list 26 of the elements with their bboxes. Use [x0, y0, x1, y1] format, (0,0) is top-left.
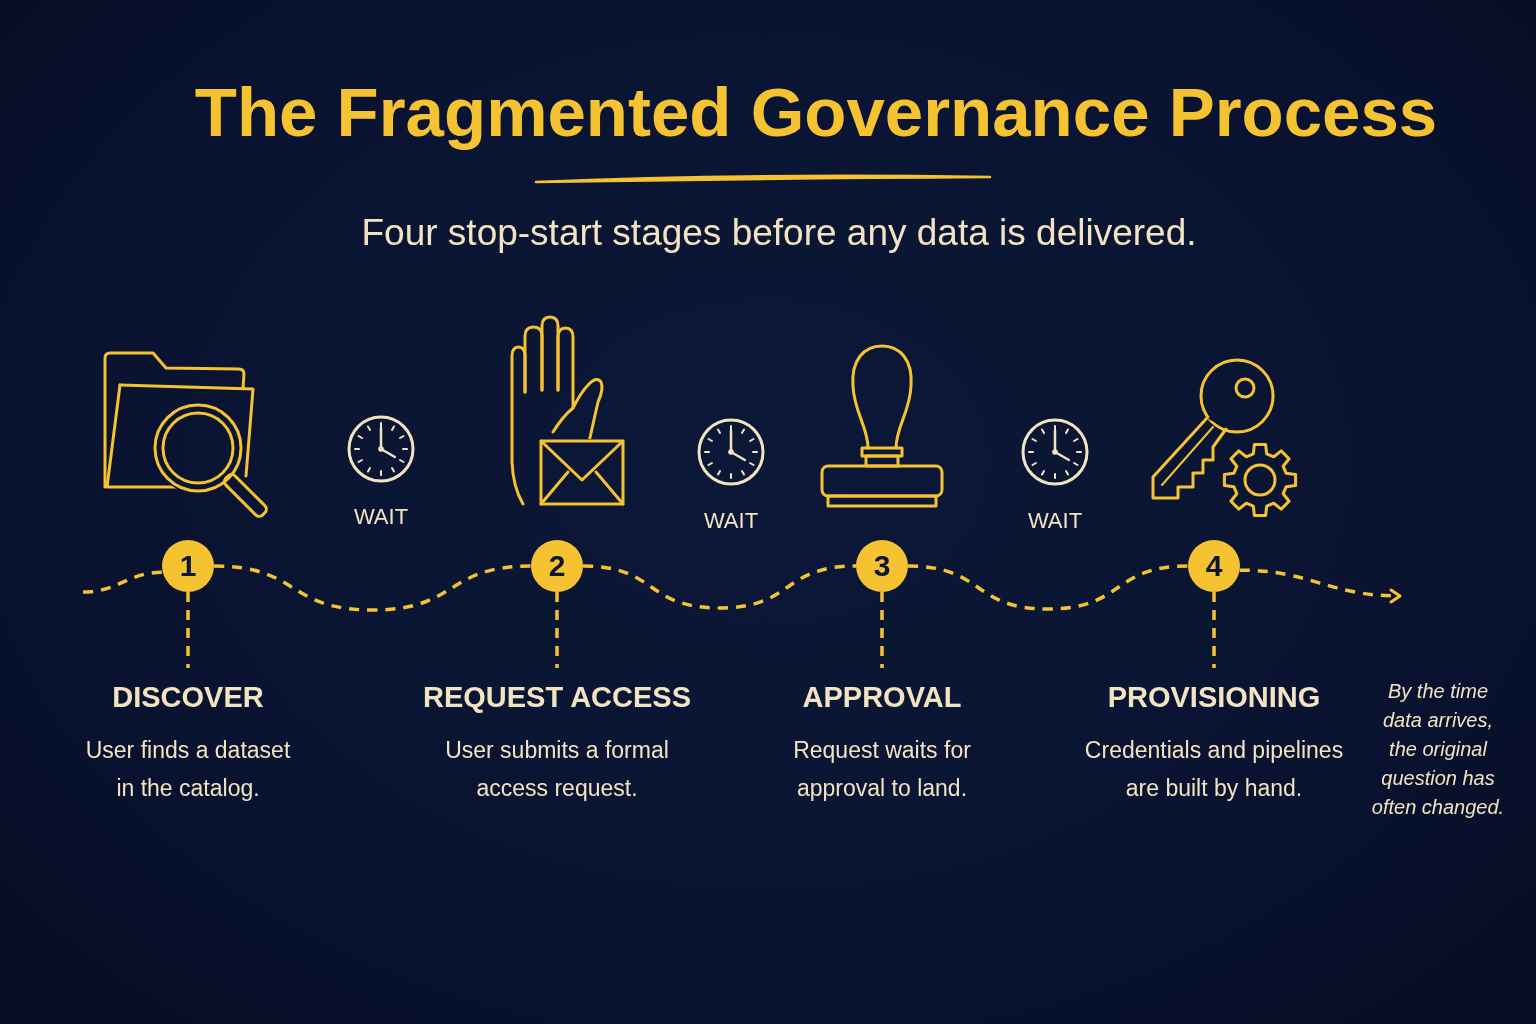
stage-heading: REQUEST ACCESS — [423, 680, 691, 714]
wait-label: WAIT — [353, 506, 409, 528]
step-marker: 2 — [531, 540, 583, 592]
wait-label: WAIT — [703, 510, 759, 532]
wait-label: WAIT — [1027, 510, 1083, 532]
leader-line — [880, 592, 884, 668]
leader-line — [1212, 592, 1216, 668]
dashed-path — [213, 564, 532, 612]
leader-line — [555, 592, 559, 668]
stage-heading: PROVISIONING — [1107, 680, 1321, 714]
stage-description: Request waits for approval to land. — [792, 736, 972, 803]
stage-heading: APPROVAL — [802, 680, 962, 714]
dashed-path — [582, 564, 857, 610]
dashed-arrow — [1239, 568, 1402, 604]
stage-description: User submits a formal access request. — [444, 736, 670, 803]
step-marker: 1 — [162, 540, 214, 592]
note-text: By the time data arrives, the original question has often changed. — [1370, 679, 1506, 820]
dashed-path — [907, 564, 1189, 611]
leader-line — [186, 592, 190, 668]
stage-description: User finds a dataset in the catalog. — [84, 736, 292, 803]
step-marker: 4 — [1188, 540, 1240, 592]
dashed-path — [82, 570, 163, 594]
stage-heading: DISCOVER — [112, 680, 264, 714]
stage-description: Credentials and pipelines are built by hand. — [1083, 736, 1345, 803]
subtitle: Four stop-start stages before any data is delivered. — [361, 214, 1197, 251]
step-marker: 3 — [856, 540, 908, 592]
